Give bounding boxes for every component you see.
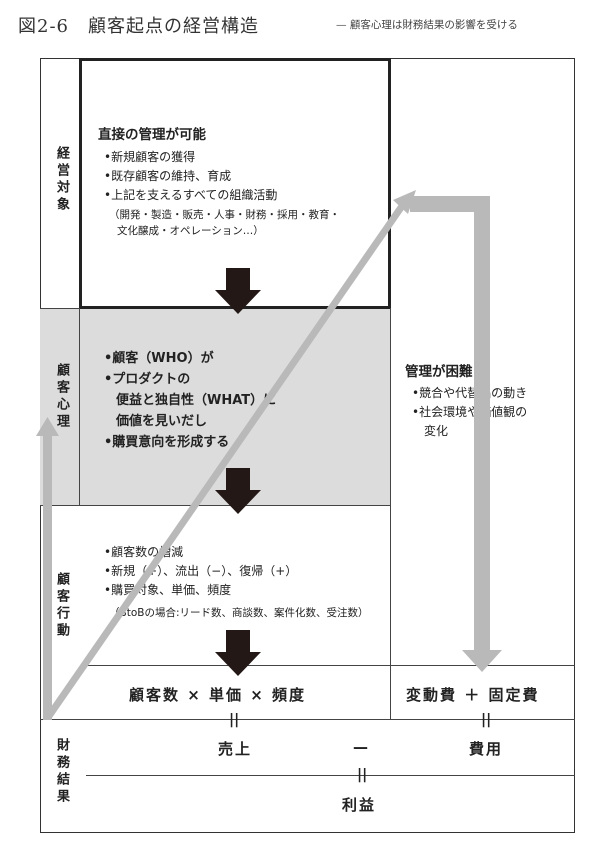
- profit-divider: [86, 775, 575, 776]
- management-heading: 直接の管理が可能: [98, 127, 206, 143]
- difficult-item: 変化: [424, 424, 449, 438]
- down-arrow-1: [215, 268, 261, 314]
- sales-label: 売上: [218, 740, 253, 758]
- right-column-divider: [390, 308, 391, 666]
- side-label-psychology: 顧客心理: [54, 363, 69, 431]
- difficult-item: •競合や代替品の動き: [412, 386, 528, 400]
- equals-cost-mark: ||: [481, 712, 492, 728]
- psychology-item: •購買意向を形成する: [104, 435, 230, 450]
- management-list: •新規顧客の獲得 •既存顧客の維持、育成 •上記を支えるすべての組織活動: [104, 148, 277, 205]
- formula-top-line: [86, 665, 575, 666]
- equals-sales-mark: ||: [229, 712, 240, 728]
- right-arrowhead: [462, 650, 502, 672]
- side-label-financial: 財務結果: [54, 738, 69, 806]
- right-arrow-vertical: [474, 196, 490, 656]
- cost-label: 費用: [469, 740, 504, 758]
- equals-profit-mark: ||: [357, 767, 368, 783]
- difficult-list: •競合や代替品の動き •社会環境や価値観の 変化: [412, 384, 527, 441]
- figure-title: 図2-6 顧客起点の経営構造: [18, 16, 259, 37]
- profit-label: 利益: [342, 796, 377, 814]
- left-feedback-arrow: [43, 432, 52, 720]
- formula-left: 顧客数 × 単価 × 頻度: [129, 686, 307, 704]
- minus-sign: —: [353, 738, 370, 756]
- side-label-behavior: 顧客行動: [54, 572, 69, 640]
- psychology-list: •顧客（WHO）が •プロダクトの 便益と独自性（WHAT）に 価値を見いだし …: [104, 348, 276, 453]
- psychology-left-divider: [79, 308, 80, 505]
- diagonal-feedback-arrow: [46, 204, 405, 718]
- financial-divider: [40, 719, 575, 720]
- behavior-note: （BtoBの場合:リード数、商談数、案件化数、受注数）: [109, 607, 369, 619]
- figure-subtitle: — 顧客心理は財務結果の影響を受ける: [336, 19, 518, 31]
- psychology-item: •顧客（WHO）が: [104, 351, 214, 366]
- management-note-2: 文化醸成・オペレーション…）: [117, 225, 264, 237]
- management-note-1: （開発・製造・販売・人事・財務・採用・教育・: [109, 209, 340, 221]
- management-item: •既存顧客の維持、育成: [104, 169, 232, 183]
- psychology-item: •プロダクトの: [104, 372, 191, 387]
- formula-right: 変動費 ＋ 固定費: [406, 686, 540, 704]
- down-arrow-3: [215, 630, 261, 676]
- side-label-management: 経営対象: [54, 146, 69, 214]
- row-divider-2: [40, 505, 390, 506]
- formula-mid-divider: [390, 666, 391, 719]
- management-box: [79, 58, 391, 309]
- right-arrow-top: [410, 196, 490, 212]
- left-arrowhead: [36, 417, 59, 436]
- difficult-item: •社会環境や価値観の: [412, 405, 528, 419]
- psychology-item: 価値を見いだし: [116, 414, 208, 429]
- difficult-heading: 管理が困難: [405, 364, 473, 380]
- down-arrow-2: [215, 468, 261, 514]
- row-divider-1: [40, 308, 80, 309]
- management-item: •上記を支えるすべての組織活動: [104, 188, 278, 202]
- psychology-item: 便益と独自性（WHAT）に: [116, 393, 277, 408]
- management-item: •新規顧客の獲得: [104, 150, 196, 164]
